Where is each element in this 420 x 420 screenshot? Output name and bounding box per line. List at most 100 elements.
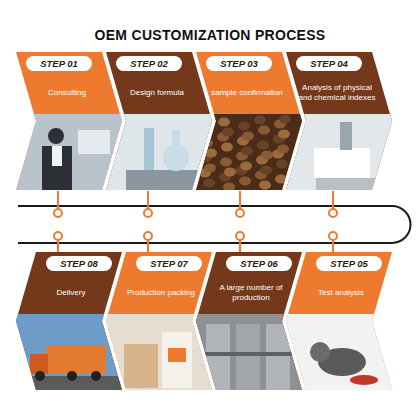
- step-photo: [106, 314, 212, 390]
- chevron-body: [196, 52, 302, 190]
- step-label: Consulting: [28, 74, 106, 112]
- photo-detail: [202, 124, 214, 133]
- photo-detail: [350, 375, 378, 385]
- pin-stem: [239, 240, 241, 254]
- pin-ring: [329, 232, 337, 240]
- chevron-shape: [106, 52, 212, 190]
- step-photo: [16, 314, 122, 390]
- chevron-body: [16, 252, 122, 390]
- photo-detail: [316, 178, 376, 190]
- photo-detail: [257, 141, 269, 150]
- photo-detail: [222, 128, 234, 137]
- photo-detail: [202, 352, 298, 356]
- photo-detail: [52, 146, 62, 166]
- photo-detail: [162, 332, 192, 388]
- step-chevron: STEP 02Design formula: [106, 52, 212, 190]
- step-label: Production packing: [122, 274, 200, 312]
- photo-detail: [204, 164, 216, 173]
- photo-detail: [67, 371, 77, 381]
- chevron-shape: [16, 52, 122, 190]
- chevron-body: [106, 252, 212, 390]
- chevron-shape: [286, 252, 392, 390]
- step-chevron: STEP 05 Test analysis: [286, 252, 392, 390]
- photo-detail: [277, 145, 289, 154]
- photo-detail: [168, 348, 186, 362]
- photo-detail: [266, 324, 290, 390]
- step-label: sample confirmation: [208, 74, 286, 112]
- chevron-shape: [106, 252, 212, 390]
- chevron-body: [16, 52, 122, 190]
- chevron-shape: [196, 252, 302, 390]
- photo-detail: [279, 115, 291, 124]
- photo-detail: [242, 132, 254, 141]
- pin-ring: [144, 209, 152, 217]
- step-tab: STEP 05: [316, 256, 382, 271]
- photo-detail: [124, 344, 158, 388]
- step-label: Delivery: [32, 274, 110, 312]
- photo-backdrop: [286, 114, 392, 190]
- photo-detail: [78, 130, 110, 154]
- photo-backdrop: [106, 314, 212, 390]
- photo-detail: [203, 179, 215, 188]
- photo-detail: [220, 158, 232, 167]
- photo-backdrop: [16, 314, 122, 390]
- photo-detail: [198, 114, 210, 123]
- timeline-pins: [54, 191, 337, 254]
- step-photo: [196, 314, 302, 390]
- step-photo: [106, 114, 212, 190]
- step-tab: STEP 06: [226, 256, 292, 271]
- pin-stem: [332, 240, 334, 254]
- photo-detail: [314, 148, 370, 178]
- chevron-shape: [196, 52, 302, 190]
- photo-detail: [238, 122, 250, 131]
- photo-detail: [261, 151, 273, 160]
- pin-ring: [236, 209, 244, 217]
- photo-detail: [236, 324, 260, 390]
- photo-detail: [218, 118, 230, 127]
- timeline-line: [18, 206, 411, 243]
- step-tab: STEP 08: [46, 256, 112, 271]
- chevron-shape: [286, 52, 392, 190]
- step-photo: [286, 114, 392, 190]
- photo-detail: [340, 122, 352, 150]
- photo-detail: [205, 149, 217, 158]
- photo-detail: [258, 126, 270, 135]
- step-tab: STEP 07: [136, 256, 202, 271]
- pin-ring: [236, 232, 244, 240]
- step-label: Test analysis: [302, 274, 380, 312]
- pin-stem: [57, 240, 59, 254]
- step-label: A large number of production: [212, 274, 290, 312]
- photo-detail: [278, 130, 290, 139]
- pin-ring: [54, 232, 62, 240]
- photo-detail: [172, 130, 180, 148]
- photo-backdrop: [196, 114, 302, 190]
- photo-detail: [46, 346, 106, 374]
- step-chevron: STEP 04Analysis of physical and chemical…: [286, 52, 392, 190]
- pin-ring: [329, 209, 337, 217]
- photo-detail: [239, 177, 251, 186]
- pin-ring: [144, 232, 152, 240]
- photo-detail: [91, 371, 101, 381]
- photo-detail: [223, 183, 235, 192]
- step-chevron: STEP 06 A large number of production: [196, 252, 302, 390]
- photo-detail: [126, 170, 206, 190]
- step-chevron: STEP 03 sample confirmation: [196, 52, 302, 190]
- pin-ring: [54, 209, 62, 217]
- photo-detail: [259, 181, 271, 190]
- step-label: Design formula: [118, 74, 196, 112]
- pin-stem: [57, 191, 59, 209]
- step-tab: STEP 01: [26, 56, 92, 71]
- photo-detail: [201, 139, 213, 148]
- chevron-shape: [16, 252, 122, 390]
- photo-detail: [42, 146, 72, 190]
- chevron-body: [286, 52, 392, 190]
- step-tab: STEP 03: [206, 56, 272, 71]
- photo-detail: [310, 342, 330, 362]
- photo-detail: [241, 147, 253, 156]
- pin-stem: [147, 240, 149, 254]
- photo-detail: [30, 354, 48, 374]
- step-photo: [196, 114, 302, 192]
- chevron-body: [286, 252, 392, 390]
- chevron-body: [196, 252, 302, 390]
- photo-detail: [276, 160, 288, 169]
